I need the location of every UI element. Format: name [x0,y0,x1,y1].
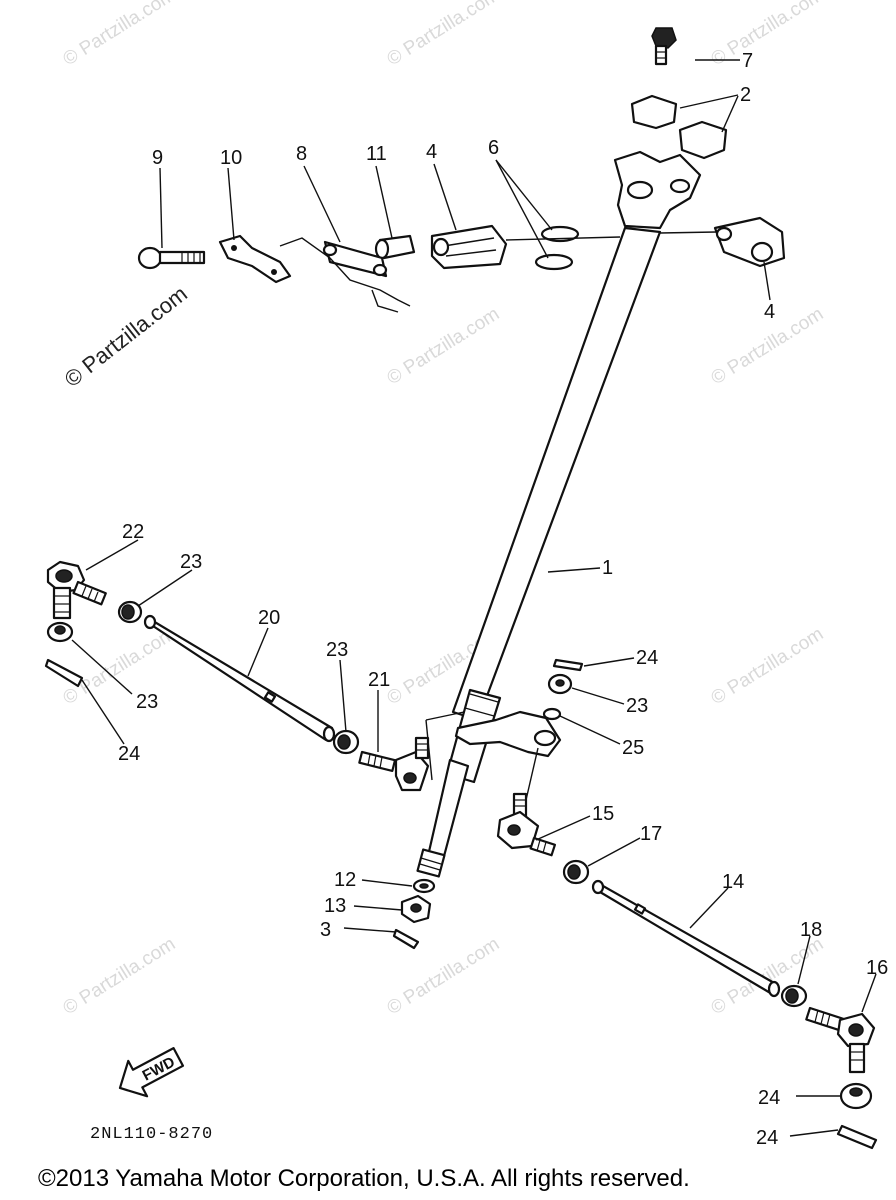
nut-part-22 [117,600,143,624]
steering-arm [425,710,562,801]
callout-3: 7 [742,50,753,72]
callout-23-left: 23 [136,691,158,713]
callout-18: 20 [258,607,280,629]
washers-part-5 [534,225,580,271]
pin-part-24-left [44,658,84,688]
diagram-code: 2NL110-8270 [90,1125,213,1144]
pin-part-12 [392,928,420,950]
callout-17: 18 [800,919,822,941]
watermark: © Partzilla.com [384,304,504,390]
callout-16: 17 [640,823,662,845]
callout-1: 1 [602,557,613,579]
fwd-arrow-icon: FWD [118,1047,185,1098]
tie-rod-end-part-19 [358,736,430,792]
copyright-notice: ©2013 Yamaha Motor Corporation, U.S.A. A… [38,1165,690,1192]
watermark: © Partzilla.com [60,624,180,710]
watermark: © Partzilla.com [384,0,504,70]
watermark: © Partzilla.com [708,624,828,710]
pin-part-24-right [552,658,584,672]
steering-column [416,226,662,878]
tie-rod-end-part-20 [46,560,107,620]
bracket-part-4-right [713,216,786,268]
plate-part-6 [279,237,411,313]
nut-part-16 [562,859,590,885]
washer-part-25 [542,707,562,721]
nut-part-23-right [547,673,573,695]
leader-lines [71,59,877,1137]
nut-part-21 [332,729,360,755]
callout-10: 12 [334,869,356,891]
holder-part-2 [630,94,728,160]
callout-15: 16 [866,957,888,979]
tie-rod-end-part-14 [496,792,557,857]
callout-4-right: 4 [764,301,775,323]
callout-11: 13 [324,895,346,917]
callout-24-right: 24 [636,647,658,669]
nut-part-23-left [46,621,74,643]
callout-24-left: 24 [118,743,140,765]
watermark-dark: © Partzilla.com [60,281,192,392]
callout-8: 10 [220,147,242,169]
callout-24-bottom: 24 [756,1127,778,1149]
callout-19: 21 [368,669,390,691]
watermark: © Partzilla.com [60,934,180,1020]
plate-part-8 [218,234,292,284]
callout-25: 25 [622,737,644,759]
callout-22: 23 [180,551,202,573]
callouts: 7 2 9 10 8 11 4 6 4 1 22 23 20 23 21 23 … [118,50,888,1149]
callout-12: 3 [320,919,331,941]
nut-part-17 [780,984,808,1008]
watermark: © Partzilla.com [384,934,504,1020]
callout-4-left: 4 [426,141,437,163]
callout-5: 6 [488,137,499,159]
callout-13: 14 [722,871,744,893]
nut-part-23-bottom [839,1082,873,1110]
nut-part-11 [400,894,432,924]
tie-rod-end-part-15 [805,1006,876,1074]
tie-rod-part-13 [591,879,781,998]
callout-21: 23 [326,639,348,661]
callout-9: 11 [366,143,387,165]
callout-2: 2 [740,84,751,106]
tie-rod-part-18 [143,614,336,743]
pin-part-24-bottom [836,1124,878,1150]
callout-14: 15 [592,803,614,825]
callout-6: 8 [296,143,307,165]
column-top-bracket [613,150,702,230]
callout-23-bottom: 24 [758,1087,780,1109]
collar-part-9 [374,234,416,260]
bolt-part-7 [137,246,206,270]
clamp-part-4-left [430,224,508,270]
callout-23-right: 23 [626,695,648,717]
bolt-part-3 [651,27,677,66]
watermark: © Partzilla.com [60,0,180,70]
washer-part-10 [412,878,436,894]
callout-7: 9 [152,147,163,169]
callout-20: 22 [122,521,144,543]
watermark: © Partzilla.com [708,934,828,1020]
